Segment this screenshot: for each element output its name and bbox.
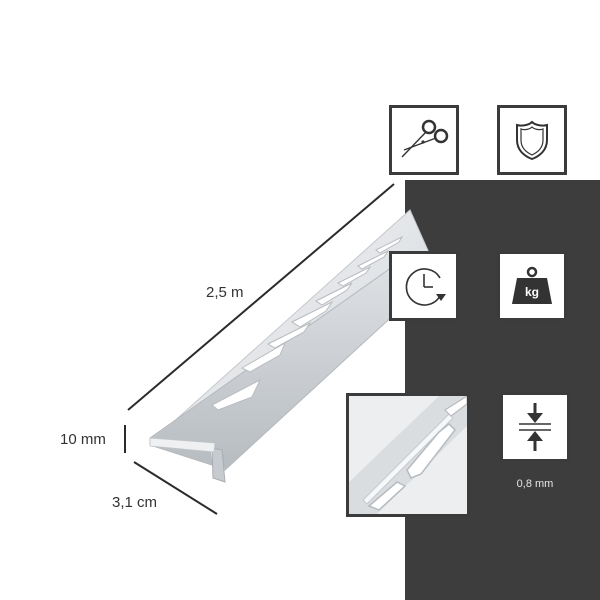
weight-icon: kg xyxy=(497,251,567,321)
width-label: 3,1 cm xyxy=(112,494,158,511)
length-label: 2,5 m xyxy=(206,284,244,301)
width-dimension-line xyxy=(133,461,218,515)
thickness-icon xyxy=(500,392,570,462)
clock-icon xyxy=(389,251,459,321)
shield-icon xyxy=(497,105,567,175)
length-dimension-line xyxy=(127,183,395,411)
thickness-label: 0,8 mm xyxy=(516,478,554,490)
perforation-detail-image xyxy=(346,393,470,517)
scissors-icon xyxy=(389,105,459,175)
svg-text:kg: kg xyxy=(525,285,539,299)
height-label: 10 mm xyxy=(60,431,106,448)
dark-background-panel xyxy=(405,180,600,600)
